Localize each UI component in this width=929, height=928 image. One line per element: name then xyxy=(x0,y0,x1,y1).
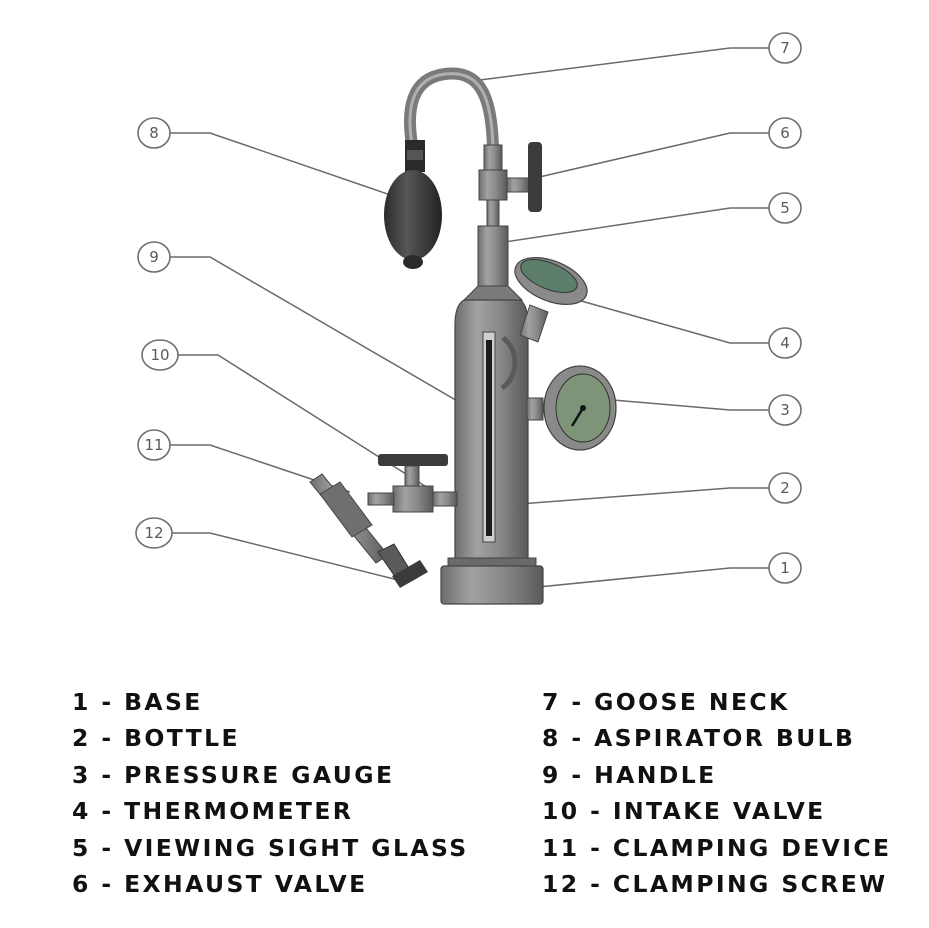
legend-item-bottle: 2 - BOTTLE xyxy=(72,724,240,753)
svg-text:8: 8 xyxy=(149,124,159,142)
callout-8: 8 xyxy=(137,117,171,149)
legend-item-intake-valve: 10 - INTAKE VALVE xyxy=(542,797,826,826)
callout-3: 3 xyxy=(768,394,802,426)
handle xyxy=(500,335,518,391)
svg-text:2: 2 xyxy=(780,479,790,497)
thermometer xyxy=(514,257,588,343)
callout-7: 7 xyxy=(768,32,802,64)
aspirator-bulb xyxy=(384,140,442,269)
svg-text:11: 11 xyxy=(144,436,163,454)
svg-text:6: 6 xyxy=(780,124,790,142)
callout-1: 1 xyxy=(768,552,802,584)
svg-text:5: 5 xyxy=(780,199,790,217)
legend-item-goose-neck: 7 - GOOSE NECK xyxy=(542,688,790,716)
legend-item-clamping-screw: 12 - CLAMPING SCREW xyxy=(542,869,888,898)
viewing-sight-glass xyxy=(482,331,496,543)
clamping-screw xyxy=(377,543,428,588)
legend-item-thermometer: 4 - THERMOMETER xyxy=(72,797,354,826)
legend-item-aspirator-bulb: 8 - ASPIRATOR BULB xyxy=(542,724,856,753)
legend-item-pressure-gauge: 3 - PRESSURE GAUGE xyxy=(72,760,395,789)
legend-item-exhaust-valve: 6 - EXHAUST VALVE xyxy=(72,869,368,898)
legend-item-base: 1 - BASE xyxy=(72,688,203,716)
exhaust-valve xyxy=(506,142,542,212)
pressure-gauge xyxy=(526,365,617,451)
apparatus-diagram: 1 2 3 4 5 6 7 8 9 10 11 12 xyxy=(135,32,802,605)
callout-5: 5 xyxy=(768,192,802,224)
callout-10: 10 xyxy=(141,339,179,371)
svg-text:4: 4 xyxy=(780,334,790,352)
callout-11: 11 xyxy=(137,429,171,461)
svg-text:1: 1 xyxy=(780,559,790,577)
clamping-device xyxy=(309,473,389,564)
valve-column xyxy=(462,144,524,301)
svg-text:9: 9 xyxy=(149,248,159,266)
svg-text:3: 3 xyxy=(780,401,790,419)
svg-text:10: 10 xyxy=(150,346,169,364)
legend-item-handle: 9 - HANDLE xyxy=(542,760,717,789)
legend-right-column: 7 - GOOSE NECK 8 - ASPIRATOR BULB 9 - HA… xyxy=(542,684,892,902)
callout-2: 2 xyxy=(768,472,802,504)
svg-text:7: 7 xyxy=(780,39,790,57)
callout-6: 6 xyxy=(768,117,802,149)
legend-left-column: 1 - BASE 2 - BOTTLE 3 - PRESSURE GAUGE 4… xyxy=(72,684,469,902)
legend-item-clamping-device: 11 - CLAMPING DEVICE xyxy=(542,833,892,862)
svg-text:12: 12 xyxy=(144,524,163,542)
base xyxy=(440,557,544,605)
callout-9: 9 xyxy=(137,241,171,273)
callout-4: 4 xyxy=(768,327,802,359)
leader-lines xyxy=(170,47,770,591)
legend-item-viewing-sight-glass: 5 - VIEWING SIGHT GLASS xyxy=(72,833,469,862)
intake-valve xyxy=(367,454,458,513)
callout-12: 12 xyxy=(135,517,173,549)
